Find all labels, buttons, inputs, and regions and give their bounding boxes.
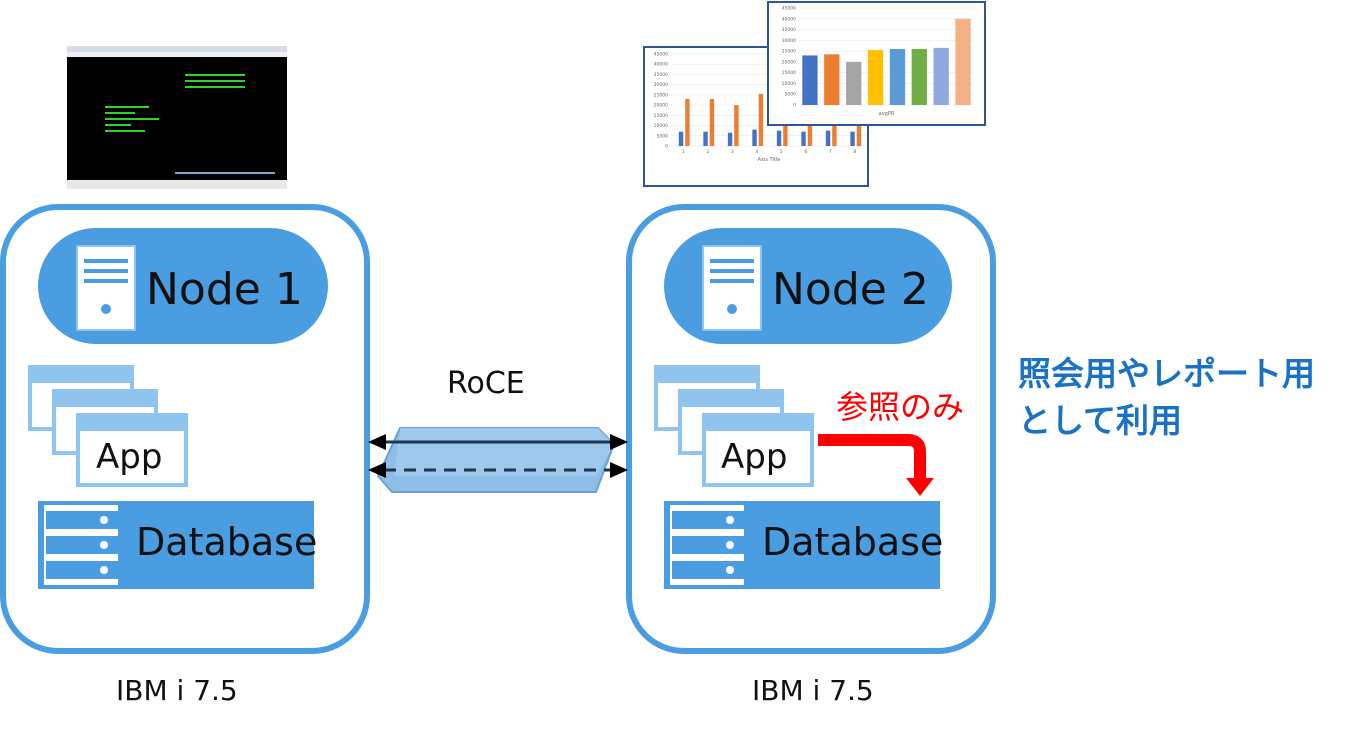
terminal-text-line [105,106,149,108]
terminal-text-line [185,74,245,76]
chart-bar [678,131,684,146]
node-1-title: Node 1 [146,264,303,315]
usage-note-line-2: として利用 [1018,401,1183,440]
chart-bar [752,129,757,146]
chart-bar [867,50,884,105]
chart-y-tick-label: 15000 [654,113,668,119]
node-1-os-label: IBM i 7.5 [116,674,238,707]
chart-x-tick-label: 8 [853,149,856,155]
chart-y-tick-label: 15000 [782,70,796,76]
chart-y-tick-label: 35000 [782,27,796,33]
chart-front-svg: 0 5000 10000 15000 20000 25000 30000 35000 40000… [782,6,974,117]
chart-bar [709,98,715,146]
terminal-text-line [185,80,245,82]
database-icon [670,505,744,585]
server-icon [76,245,136,331]
chart-y-tick-label: 20000 [782,59,796,65]
node-2-app-label: App [721,437,788,477]
chart-y-tick-label: 10000 [782,81,796,87]
terminal-text-line [105,130,145,132]
chart-x-axis-label: Axis Title [758,157,781,163]
terminal-screenshot [67,46,287,189]
node-2-title: Node 2 [772,264,929,315]
chart-y-tick-label: 0 [665,144,668,150]
usage-note-line-1: 照会用やレポート用 [1018,354,1315,393]
node-1-database-label: Database [136,520,318,564]
terminal-text-line [105,124,131,126]
terminal-text-line [105,118,159,120]
chart-bar [801,131,806,146]
node-2-database-label: Database [762,520,944,564]
node-1-app-label: App [96,437,163,477]
terminal-text-line [185,86,245,88]
chart-bar [824,54,840,105]
chart-bar [889,48,906,105]
roce-label: RoCE [447,366,525,401]
chart-thumbnail-front: 0 5000 10000 15000 20000 25000 30000 35000 40000… [767,1,986,126]
chart-x-axis-label: avgPR [879,111,895,117]
chart-bar [802,55,818,105]
read-only-note: 参照のみ [836,388,965,426]
terminal-menubar [67,52,287,57]
chart-y-tick-label: 40000 [782,16,796,22]
chart-y-tick-label: 40000 [654,62,668,68]
terminal-titlebar [67,46,287,52]
chart-x-tick-label: 4 [755,149,758,155]
chart-y-tick-label: 25000 [654,92,668,98]
chart-bar [776,130,782,146]
chart-bar [703,131,708,146]
chart-bar [734,105,739,146]
chart-y-tick-label: 5000 [657,133,669,139]
chart-y-tick-label: 0 [793,103,796,109]
chart-bar [911,48,927,105]
chart-y-tick-label: 30000 [782,38,796,44]
chart-bar [933,47,949,105]
database-icon [44,505,118,585]
read-only-arrow-icon [818,434,934,496]
node-2-os-label: IBM i 7.5 [752,674,874,707]
chart-bar [846,61,862,105]
chart-bar [685,98,690,146]
roce-cable [368,427,628,493]
chart-x-tick-label: 5 [780,149,783,155]
chart-y-tick-label: 5000 [785,92,797,98]
app-window-front [702,413,814,487]
server-icon [702,245,762,331]
chart-x-tick-label: 6 [804,149,807,155]
chart-x-tick-label: 2 [706,149,709,155]
terminal-text-line [105,112,135,114]
chart-y-tick-label: 45000 [654,52,668,58]
chart-y-tick-label: 20000 [654,103,668,109]
chart-bar [955,18,971,105]
chart-y-tick-label: 45000 [782,6,796,12]
usage-note: 照会用やレポート用 として利用 [1018,350,1315,444]
chart-bar [758,93,764,146]
terminal-text-line [175,172,275,174]
chart-x-tick-label: 7 [829,149,832,155]
chart-y-tick-label: 30000 [654,82,668,88]
chart-x-tick-label: 1 [682,149,685,155]
chart-y-tick-label: 25000 [782,49,796,55]
terminal-statusbar [67,180,287,189]
chart-bar [850,131,855,146]
app-window-front [76,413,188,487]
chart-y-tick-label: 35000 [654,72,668,78]
chart-bar [727,132,733,146]
chart-y-tick-label: 10000 [654,123,668,129]
chart-bar [825,130,831,146]
chart-x-tick-label: 3 [731,149,734,155]
